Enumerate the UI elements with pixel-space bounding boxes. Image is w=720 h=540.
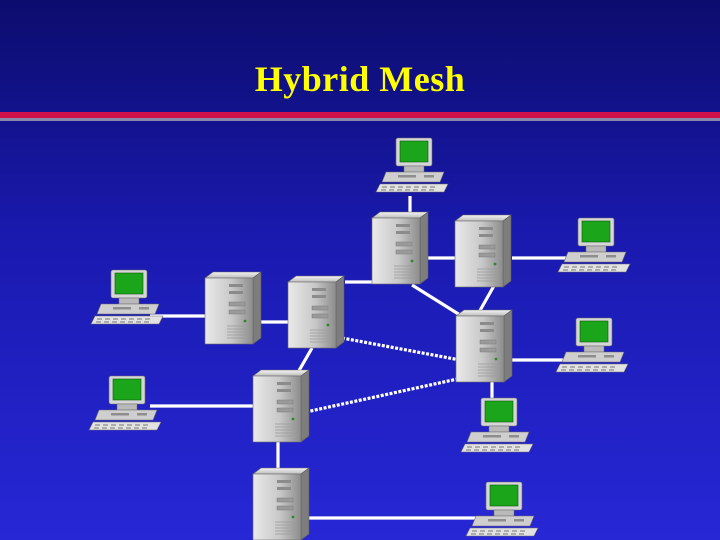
workstation-icon-ws-top (375, 137, 449, 193)
server-icon-srv-g (252, 467, 310, 540)
workstation-icon-ws-left-1 (90, 269, 164, 325)
workstation-icon-ws-bottom-right (465, 481, 539, 537)
server-icon-srv-a (371, 211, 429, 285)
link-srv-a-to-srv-e (411, 283, 461, 317)
link-srv-b-to-srv-e (476, 283, 497, 315)
title-underline-gray (0, 118, 720, 121)
workstation-icon-ws-bottom-mid (460, 397, 534, 453)
workstation-icon-ws-right-2 (555, 317, 629, 373)
workstation-icon-ws-right-1 (557, 217, 631, 273)
title-underline-red (0, 112, 720, 118)
nodes-layer (88, 137, 631, 540)
server-icon-srv-e (455, 309, 513, 383)
link-srv-f-to-srv-e (305, 376, 463, 414)
slide-title: Hybrid Mesh (254, 59, 466, 99)
server-icon-srv-f (252, 369, 310, 443)
server-icon-srv-d (287, 275, 345, 349)
server-icon-srv-b (454, 214, 512, 288)
workstation-icon-ws-left-2 (88, 375, 162, 431)
server-icon-srv-c (204, 271, 262, 345)
link-srv-d-to-srv-e (341, 336, 461, 362)
